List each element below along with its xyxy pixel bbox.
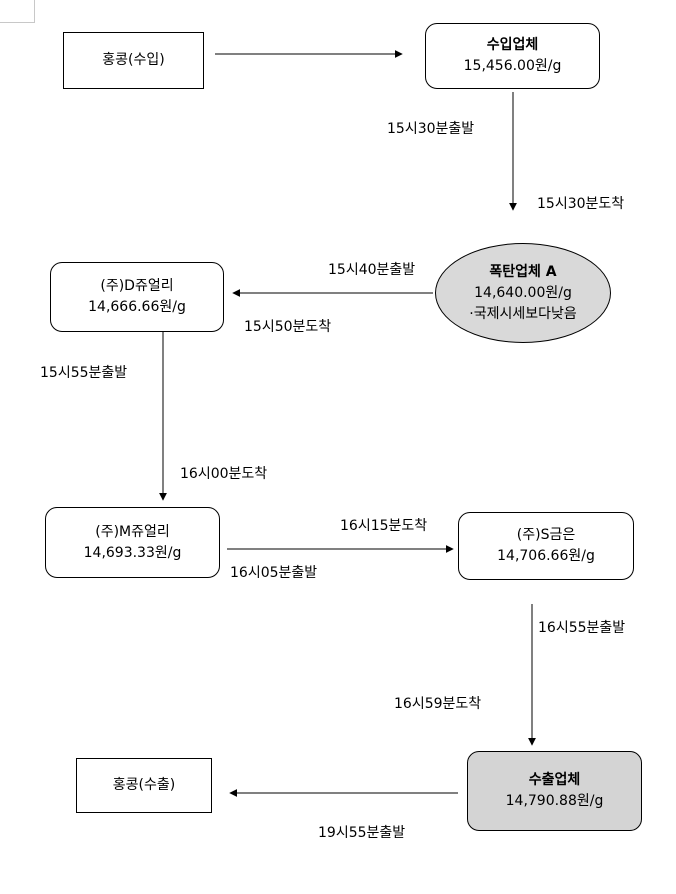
node-bomb-a: 폭탄업체 A 14,640.00원/g ·국제시세보다낮음	[435, 243, 611, 343]
label-1615-arrive: 16시15분도착	[340, 518, 428, 534]
node-s-gold-price: 14,706.66원/g	[497, 548, 595, 564]
node-importer-title: 수입업체	[486, 37, 539, 53]
node-bomb-a-note: ·국제시세보다낮음	[469, 305, 577, 322]
label-1655-depart: 16시55분출발	[538, 620, 626, 636]
node-hk-import-label: 홍콩(수입)	[102, 52, 165, 68]
label-1540-depart: 15시40분출발	[328, 262, 416, 278]
node-exporter-price: 14,790.88원/g	[505, 793, 604, 809]
node-m-jewelry: (주)M쥬얼리 14,693.33원/g	[45, 507, 220, 578]
node-exporter: 수출업체 14,790.88원/g	[467, 751, 642, 831]
label-1550-arrive: 15시50분도착	[244, 319, 332, 335]
node-d-jewelry-title: (주)D쥬얼리	[100, 278, 174, 294]
node-exporter-title: 수출업체	[528, 772, 581, 788]
label-1659-arrive: 16시59분도착	[394, 696, 482, 712]
label-1600-arrive: 16시00분도착	[180, 466, 268, 482]
label-1530-arrive: 15시30분도착	[537, 196, 625, 212]
page-corner-mark	[0, 0, 35, 23]
label-1530-depart: 15시30분출발	[387, 121, 475, 137]
node-hk-export: 홍콩(수출)	[76, 758, 212, 813]
node-m-jewelry-title: (주)M쥬얼리	[95, 523, 170, 540]
node-importer-price: 15,456.00원/g	[463, 58, 562, 74]
label-1955-depart: 19시55분출발	[318, 825, 406, 841]
node-s-gold: (주)S금은 14,706.66원/g	[458, 512, 634, 580]
node-m-jewelry-price: 14,693.33원/g	[83, 544, 182, 561]
node-importer: 수입업체 15,456.00원/g	[425, 23, 600, 89]
node-s-gold-title: (주)S금은	[516, 527, 576, 543]
label-1555-depart: 15시55분출발	[40, 365, 128, 381]
node-hk-export-label: 홍콩(수출)	[112, 777, 176, 793]
node-d-jewelry-price: 14,666.66원/g	[88, 299, 186, 315]
label-1605-depart: 16시05분출발	[230, 565, 318, 581]
node-bomb-a-title: 폭탄업체 A	[489, 263, 557, 280]
node-bomb-a-price: 14,640.00원/g	[474, 284, 572, 301]
node-hk-import: 홍콩(수입)	[63, 32, 204, 89]
node-d-jewelry: (주)D쥬얼리 14,666.66원/g	[50, 262, 224, 332]
